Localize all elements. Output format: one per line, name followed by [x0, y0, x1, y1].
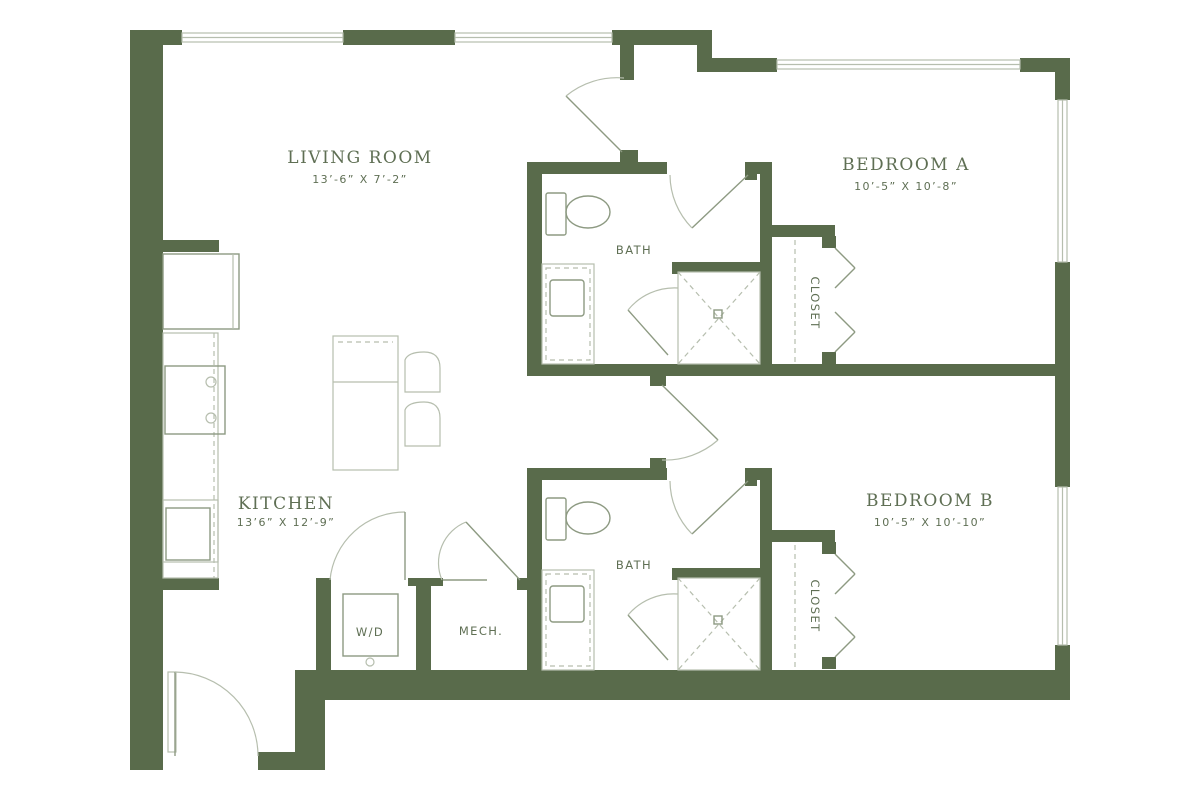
windows — [167, 32, 1068, 753]
closet-b-label: CLOSET — [808, 579, 822, 633]
bath-b-fixtures — [541, 497, 761, 671]
living-room-dims: 13’-6” X 7’-2” — [312, 173, 408, 186]
bath-a-fixtures — [541, 192, 761, 365]
kitchen-dims: 13’6” X 12’-9” — [236, 516, 336, 529]
mech-label: MECH. — [458, 624, 504, 638]
wd-label: W/D — [355, 625, 385, 639]
bedroom-a-dims: 10’-5” X 10’-8” — [854, 180, 958, 193]
exterior-walls — [130, 30, 1070, 770]
interior-walls — [316, 162, 1070, 680]
bath-a-label: BATH — [615, 243, 653, 257]
bedroom-a-label: BEDROOM A — [842, 155, 970, 175]
living-room-label: LIVING ROOM — [287, 148, 433, 168]
kitchen-fixtures — [162, 253, 441, 667]
kitchen-label: KITCHEN — [237, 494, 335, 514]
bedroom-b-label: BEDROOM B — [865, 491, 995, 511]
bath-b-label: BATH — [615, 558, 653, 572]
doors — [174, 77, 856, 757]
bedroom-b-dims: 10’-5” X 10’-10” — [873, 516, 987, 529]
closet-a-label: CLOSET — [808, 276, 822, 330]
door-jambs — [517, 44, 836, 669]
